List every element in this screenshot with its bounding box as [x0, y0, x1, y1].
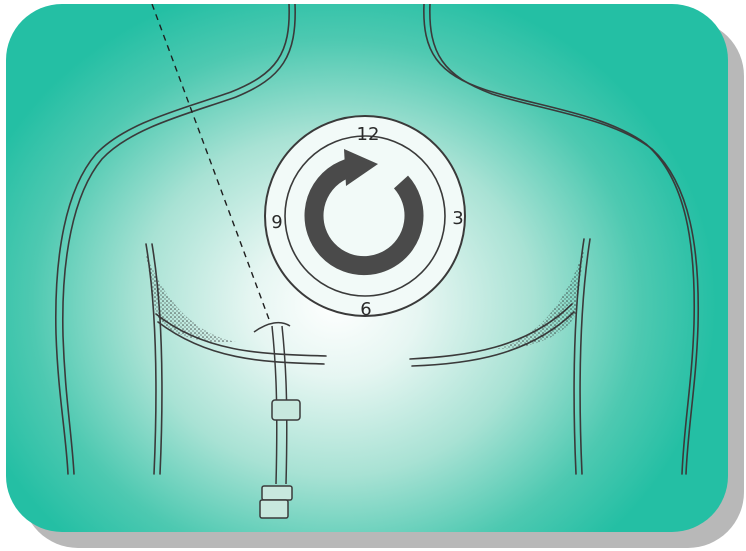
illustration-card: 12 3 6 9 — [6, 4, 728, 532]
clock-label-12: 12 — [357, 126, 380, 144]
chest-illustration — [6, 4, 728, 532]
clock-label-9: 9 — [271, 214, 282, 232]
right-armpit-shading — [496, 249, 584, 349]
clock-label-3: 3 — [452, 210, 463, 228]
left-armpit-shading — [146, 254, 236, 342]
insertion-guide-line — [152, 4, 270, 322]
clock-dial — [265, 116, 465, 316]
clock-label-6: 6 — [360, 301, 371, 319]
